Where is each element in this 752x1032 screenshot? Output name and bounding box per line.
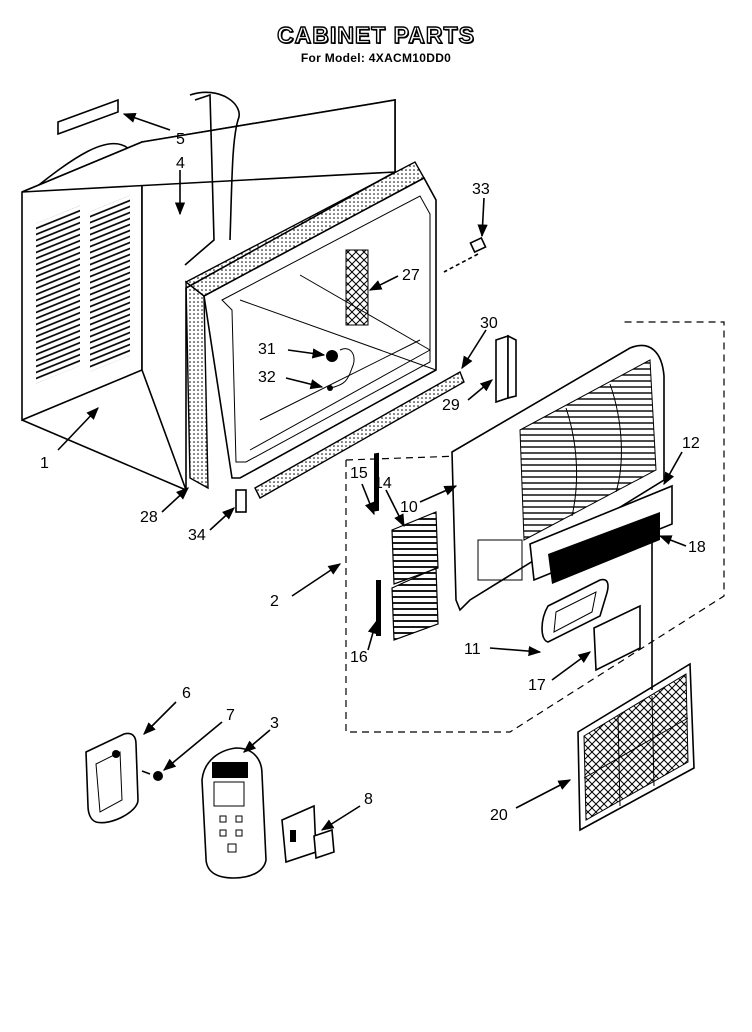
part-1-cabinet: [21, 91, 396, 491]
part-5-label-sticker: [57, 98, 119, 136]
part-20-air-filter: [577, 542, 695, 832]
callout-17: 17: [528, 677, 546, 694]
callout-2: 2: [270, 593, 279, 610]
part-16-louvre-bar: [376, 580, 381, 636]
callout-12: 12: [682, 435, 700, 452]
callout-27: 27: [402, 267, 420, 284]
part-30-rail: [254, 370, 465, 499]
callout-20: 20: [490, 807, 508, 824]
part-34-clip: [235, 489, 247, 513]
callout-32: 32: [258, 369, 276, 386]
callout-3: 3: [270, 715, 279, 732]
callout-6: 6: [182, 685, 191, 702]
part-10-front-panel: [451, 344, 665, 612]
part-29-post: [495, 334, 517, 404]
callout-1: 1: [40, 455, 49, 472]
callout-16: 16: [350, 649, 368, 666]
callout-11: 11: [464, 641, 481, 658]
part-31-knob: [326, 348, 355, 389]
callout-33: 33: [472, 181, 490, 198]
callout-4: 4: [176, 155, 185, 172]
callout-31: 31: [258, 341, 276, 358]
part-6-remote-holder: [85, 732, 139, 824]
part-14-louvre-blades-lower: [391, 567, 439, 641]
callout-7: 7: [226, 707, 235, 724]
part-3-remote-control: [201, 747, 267, 879]
callout-15: 15: [350, 465, 368, 482]
callout-labels: 5 4 33 27 30 31 32 29 1 12 15 14 10 28 3…: [40, 131, 706, 824]
part-14-louvre-blades-upper: [391, 511, 439, 585]
callout-5: 5: [176, 131, 185, 148]
callout-8: 8: [364, 791, 373, 808]
part-18-filter-strip: [548, 512, 660, 584]
part-8-bracket: [281, 804, 335, 864]
callout-14: 14: [374, 475, 392, 492]
part-15-louvre-bar: [374, 452, 379, 512]
callout-30: 30: [480, 315, 498, 332]
callout-28: 28: [140, 509, 158, 526]
part-7-screw: [141, 770, 163, 781]
leader-lines: [57, 112, 687, 831]
cabinet-front-frame: [203, 176, 437, 479]
part-32-screw: [327, 385, 333, 391]
page-title: CABINET PARTS: [276, 21, 475, 48]
model-subtitle: For Model: 4XACM10DD0: [300, 51, 452, 65]
part-33-screw: [443, 236, 487, 273]
callout-18: 18: [688, 539, 706, 556]
part-17-label: [593, 604, 641, 672]
part-11-door: [541, 578, 609, 643]
callout-34: 34: [188, 527, 206, 544]
callout-29: 29: [442, 397, 460, 414]
title-block: CABINET PARTS For Model: 4XACM10DD0: [0, 21, 752, 65]
callout-10: 10: [400, 499, 418, 516]
